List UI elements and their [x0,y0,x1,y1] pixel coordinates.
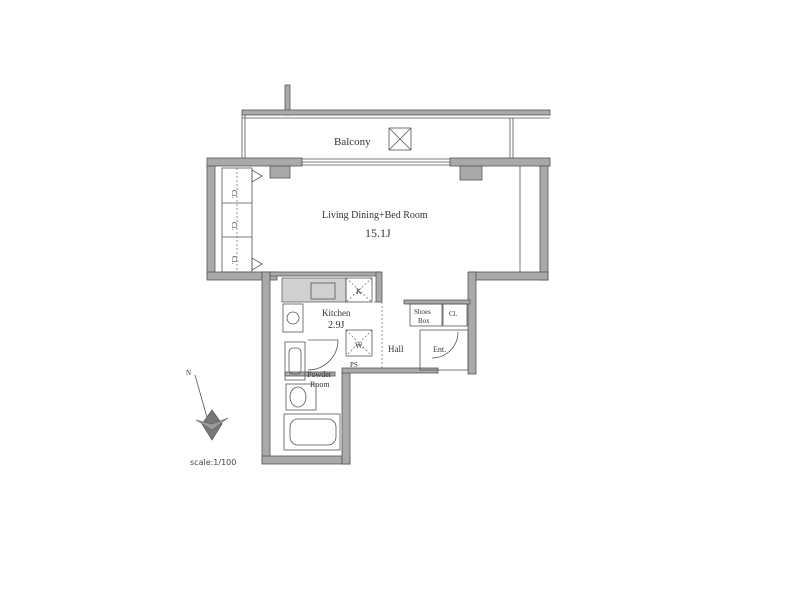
balcony-label: Balcony [334,136,371,148]
balcony-hatch-icon [388,127,412,151]
ps-mark: PS [350,361,358,369]
powder-room-label-1: Powder [307,370,332,379]
entrance-label: Ent. [433,345,446,354]
closet-label-2: Cl. [230,222,238,231]
w-mark: W. [355,341,364,350]
living-room-area: 15.1J [365,226,391,240]
kitchen-area: 2.9J [328,320,345,331]
powder-door-swing [307,339,339,371]
compass-icon: N [186,369,229,441]
hall-label: Hall [388,344,404,354]
shoes-box-label-2: Box [418,317,430,325]
kitchen-bath-walls [261,271,477,465]
powder-room-label-2: Room [310,380,330,389]
washer-box: W. [345,329,373,357]
kitchen-label: Kitchen [322,308,351,318]
shoes-box-label-1: Shoes [414,308,431,316]
compass-north-label: N [186,369,191,377]
balcony-area: Balcony [241,84,551,158]
k-mark: K [356,287,362,296]
scale-label: scale:1/100 [190,458,236,467]
kitchen-counter [281,277,347,333]
living-walls [206,157,551,281]
shoes-box: Shoes Box Cl. [409,303,468,327]
living-room-label: Living Dining+Bed Room [322,210,428,221]
k-box: K [345,277,373,303]
left-closet: Cl. Cl. Cl. [221,167,263,273]
powder-fixtures [283,341,341,451]
closet-label-3: Cl. [230,256,238,265]
closet-label: Cl. [449,310,458,318]
closet-label-1: Cl. [230,190,238,199]
entrance-door-swing [431,331,459,359]
